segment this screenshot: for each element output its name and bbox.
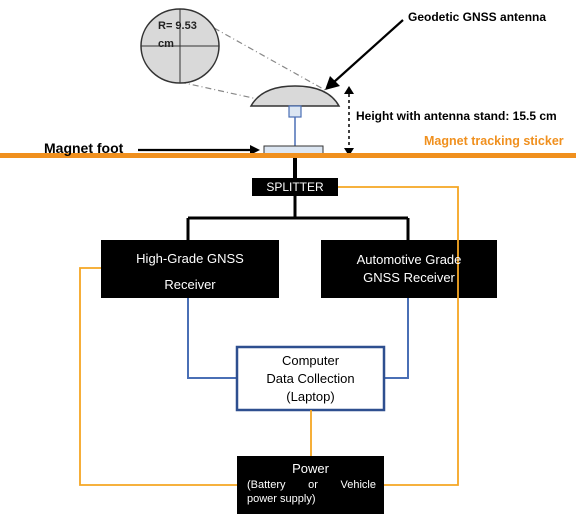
computer-line1: Computer <box>281 353 340 368</box>
antenna-zoom-view <box>140 8 326 101</box>
radius-value: R= 9.53 <box>158 20 197 32</box>
automotive-receiver-label: Automotive Grade GNSS Receiver <box>321 251 497 287</box>
radius-unit: cm <box>158 38 174 50</box>
automotive-line1: Automotive Grade <box>356 252 462 267</box>
power-line3: power supply) <box>247 493 316 505</box>
data-cables <box>187 298 409 379</box>
antenna-connector <box>288 105 302 118</box>
high-grade-receiver-label: High-Grade GNSS Receiver <box>101 246 279 298</box>
computer-label: Computer Data Collection (Laptop) <box>237 352 384 406</box>
high-grade-line1: High-Grade GNSS <box>136 251 244 266</box>
antenna-dome <box>249 85 341 107</box>
ground-line <box>0 153 576 158</box>
high-grade-receiver-box <box>101 240 279 298</box>
magnet-foot-label: Magnet foot <box>44 140 124 156</box>
high-grade-line2: Receiver <box>164 277 216 292</box>
power-line2-b: or <box>308 479 318 491</box>
computer-box <box>235 345 386 412</box>
power-line2: (Battery or Vehicle <box>237 478 384 492</box>
magnet-foot <box>263 145 324 155</box>
height-dimension-arrow <box>344 86 354 156</box>
height-label: Height with antenna stand: 15.5 cm <box>356 109 557 123</box>
power-line2-a: (Battery <box>247 479 286 491</box>
splitter-cables <box>186 196 410 240</box>
power-title: Power <box>292 461 329 476</box>
antenna-pointer-arrow <box>325 19 404 90</box>
computer-line3: (Laptop) <box>286 389 335 404</box>
splitter-box <box>252 178 338 196</box>
power-box <box>237 456 384 514</box>
automotive-receiver-box <box>321 240 497 298</box>
antenna-label: Geodetic GNSS antenna <box>408 10 547 24</box>
magnet-foot-arrow <box>138 145 260 155</box>
power-label: Power (Battery or Vehicle power supply) <box>237 460 384 506</box>
sticker-label: Magnet tracking sticker <box>424 134 564 148</box>
power-cables <box>79 186 459 486</box>
splitter-label: SPLITTER <box>266 180 324 194</box>
radius-label: R= 9.53 <box>158 20 197 32</box>
computer-line2: Data Collection <box>266 371 355 386</box>
automotive-line2: GNSS Receiver <box>363 270 455 285</box>
power-line2-c: Vehicle <box>340 479 376 491</box>
